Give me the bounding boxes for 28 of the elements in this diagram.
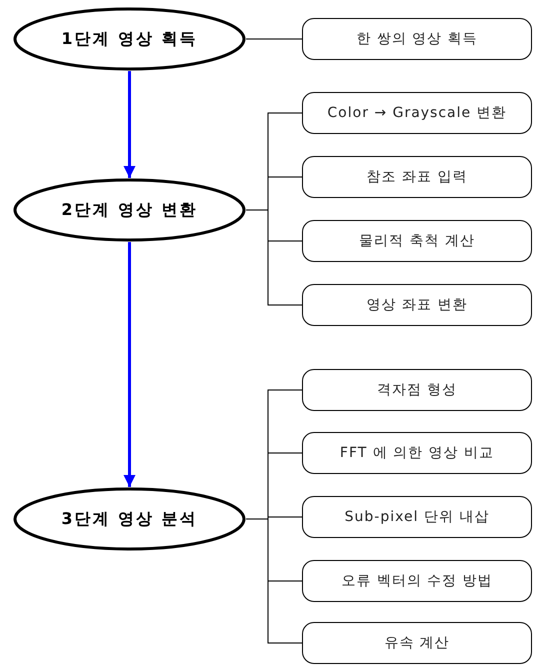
step-box: [302, 622, 532, 664]
arrow: [124, 71, 136, 178]
connector-line: [246, 38, 302, 40]
step-label: 오류 벡터의 수정 방법: [341, 572, 493, 590]
step-label: 한 쌍의 영상 획득: [356, 30, 478, 48]
step-box: [302, 432, 532, 474]
step-box: [302, 284, 532, 326]
step-box: [302, 156, 532, 198]
step-label: 물리적 축척 계산: [359, 232, 475, 250]
connector-line: [246, 518, 302, 644]
step-box: [302, 560, 532, 602]
stage-title: 1단계 영상 획득: [61, 28, 198, 50]
step-label: 영상 좌표 변환: [366, 296, 468, 314]
step-label: Color → Grayscale 변환: [327, 104, 507, 122]
step-box: [302, 18, 532, 60]
step-box: [302, 369, 532, 411]
connector-line: [246, 210, 302, 306]
stage-title: 3단계 영상 분석: [61, 508, 198, 530]
step-label: FFT 에 의한 영상 비교: [340, 444, 494, 462]
step-box: [302, 92, 532, 134]
step-label: 유속 계산: [384, 634, 450, 652]
step-label: Sub-pixel 단위 내삽: [344, 508, 490, 526]
stage-title: 2단계 영상 변환: [61, 199, 198, 221]
step-box: [302, 220, 532, 262]
arrow: [124, 242, 136, 487]
step-label: 격자점 형성: [376, 380, 458, 400]
step-label: 참조 좌표 입력: [366, 168, 468, 186]
step-box: [302, 496, 532, 538]
